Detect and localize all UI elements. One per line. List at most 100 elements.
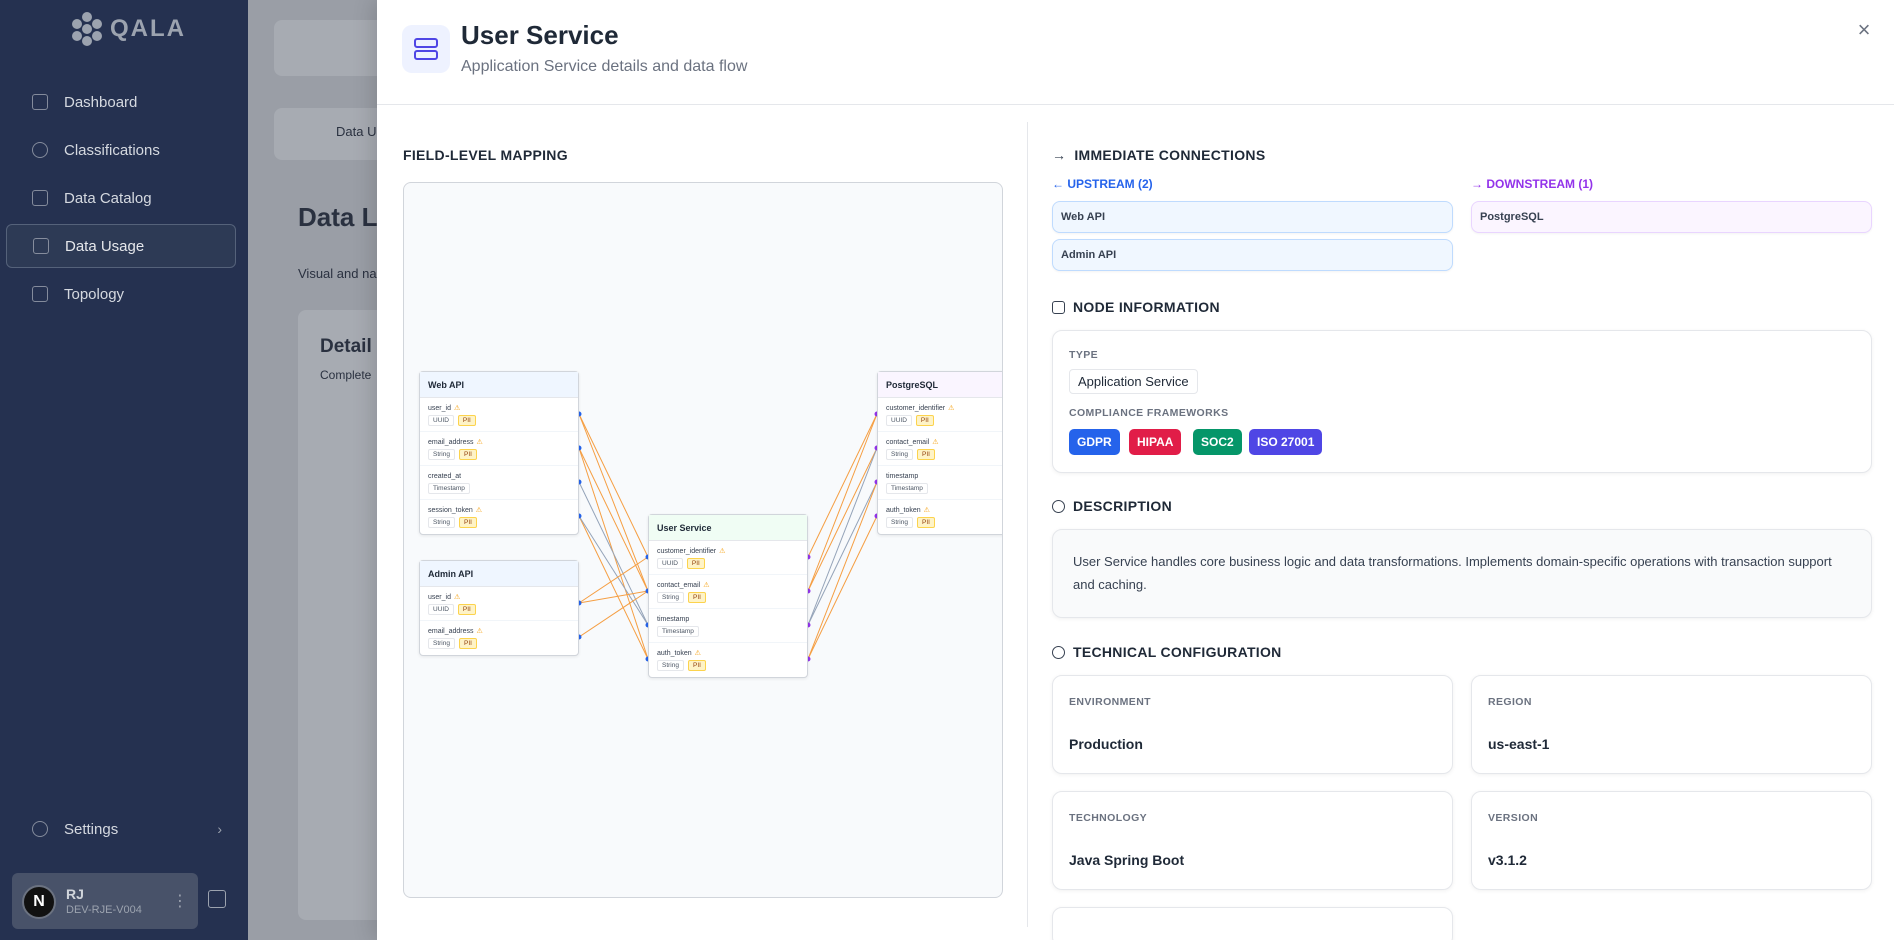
field-edge: [578, 413, 649, 592]
bg-card-subtitle: Complete: [320, 368, 372, 382]
config-card-technology: TECHNOLOGY Java Spring Boot: [1052, 791, 1453, 890]
field-type-tag: UUID: [886, 415, 912, 426]
sidebar-item-label: Dashboard: [64, 93, 138, 111]
config-value: Production: [1069, 736, 1143, 752]
list-icon: [33, 238, 49, 254]
upstream-node-web-api[interactable]: Web API: [1052, 201, 1453, 233]
framework-badge-hipaa: HIPAA: [1129, 429, 1182, 455]
config-label: TECHNOLOGY: [1069, 812, 1148, 824]
field-name: customer_identifier: [886, 405, 946, 412]
field-edge: [807, 413, 878, 558]
network-icon: [1052, 301, 1065, 314]
sidebar-item-dashboard[interactable]: Dashboard: [6, 80, 236, 124]
pii-tag: PII: [457, 415, 476, 426]
field-type-tag: UUID: [428, 415, 454, 426]
field-name: timestamp: [657, 616, 690, 623]
pii-tag: PII: [916, 449, 935, 460]
downstream-node-postgresql[interactable]: PostgreSQL: [1471, 201, 1872, 233]
pii-tag: PII: [687, 592, 706, 603]
mapping-title: FIELD-LEVEL MAPPING: [403, 147, 568, 163]
sidebar-item-label: Settings: [64, 820, 119, 838]
field-type-tag: Timestamp: [886, 483, 928, 494]
sidebar-item-data-usage[interactable]: Data Usage: [6, 224, 236, 268]
pii-tag: PII: [687, 660, 706, 671]
field-name: contact_email: [886, 439, 930, 446]
warning-icon: ⚠: [694, 650, 701, 657]
type-value: Application Service: [1069, 369, 1198, 394]
field-name: email_address: [428, 439, 474, 446]
logo-text: QALA: [110, 15, 186, 42]
warning-icon: ⚠: [476, 628, 483, 635]
node-info-card: TYPE Application Service COMPLIANCE FRAM…: [1052, 330, 1872, 473]
bg-tab-label: Data U: [336, 124, 377, 139]
field-type-tag: String: [428, 638, 455, 649]
bg-card-title: Detail: [320, 336, 372, 357]
config-card-partial: [1052, 907, 1453, 940]
config-label: REGION: [1488, 696, 1532, 708]
mapping-node-title: User Service: [649, 515, 807, 541]
mapping-node-title: PostgreSQL: [878, 372, 1002, 398]
warning-icon: ⚠: [948, 405, 955, 412]
type-label: TYPE: [1069, 349, 1099, 361]
pii-tag: PII: [458, 517, 477, 528]
config-label: VERSION: [1488, 812, 1539, 824]
collapse-sidebar-icon[interactable]: [208, 890, 226, 908]
warning-icon: ⚠: [923, 507, 930, 514]
config-value: us-east-1: [1488, 736, 1550, 752]
field-edge: [578, 556, 649, 604]
close-icon[interactable]: ×: [1857, 17, 1871, 42]
pii-tag: PII: [916, 517, 935, 528]
chevron-right-icon: ›: [217, 821, 222, 837]
upstream-node-admin-api[interactable]: Admin API: [1052, 239, 1453, 271]
description-card: User Service handles core business logic…: [1052, 529, 1872, 618]
shield-icon: [1052, 646, 1065, 659]
field-edge: [578, 515, 649, 626]
node-info-title: NODE INFORMATION: [1052, 299, 1220, 315]
warning-icon: ⚠: [453, 405, 461, 412]
sidebar-item-settings[interactable]: Settings ›: [6, 807, 236, 851]
field-name: customer_identifier: [657, 548, 717, 555]
field-name: created_at: [428, 473, 462, 480]
field-type-tag: String: [886, 517, 913, 528]
config-card-version: VERSION v3.1.2: [1471, 791, 1872, 890]
panel-title: User Service: [461, 20, 619, 50]
logo[interactable]: QALA: [70, 12, 186, 46]
downstream-label: → DOWNSTREAM (1): [1471, 177, 1594, 191]
field-edge: [807, 447, 878, 592]
avatar[interactable]: N: [22, 885, 56, 919]
sidebar-item-topology[interactable]: Topology: [6, 272, 236, 316]
arrow-right-icon: →: [1471, 177, 1487, 191]
pii-tag: PII: [458, 638, 477, 649]
tech-config-title: TECHNICAL CONFIGURATION: [1052, 644, 1282, 660]
sidebar-item-data-catalog[interactable]: Data Catalog: [6, 176, 236, 220]
gear-icon: [32, 821, 48, 837]
more-vertical-icon[interactable]: ⋮: [172, 893, 188, 910]
sidebar-item-classifications[interactable]: Classifications: [6, 128, 236, 172]
field-type-tag: UUID: [428, 604, 454, 615]
bg-page-title: Data Li: [298, 202, 385, 232]
sidebar-item-label: Data Catalog: [64, 189, 152, 207]
field-name: contact_email: [657, 582, 701, 589]
framework-badge-iso-27001: ISO 27001: [1249, 429, 1323, 455]
user-profile[interactable]: N RJ DEV-RJE-V004 ⋮: [12, 873, 198, 929]
layers-icon: [32, 190, 48, 206]
